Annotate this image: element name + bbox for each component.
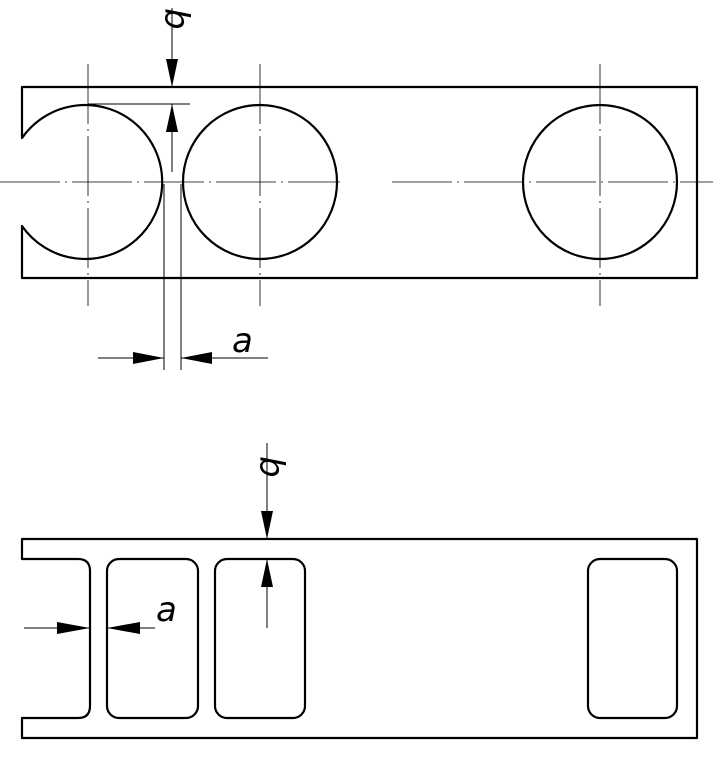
bottom-dim-b-arrow-up <box>261 559 273 587</box>
bottom-hole-last <box>586 557 679 720</box>
bottom-dimension-b: b <box>251 443 291 628</box>
bottom-dimension-a: a <box>24 590 177 634</box>
top-dim-b-label: b <box>156 8 196 30</box>
top-dim-a-arrow-left <box>181 352 212 364</box>
top-dim-a-arrow-right <box>133 352 164 364</box>
top-dimension-b: b <box>88 8 196 172</box>
top-view: b a <box>0 8 713 370</box>
bottom-plate-outline <box>20 537 699 740</box>
top-dimension-a: a <box>98 184 268 370</box>
top-dim-b-arrow-down <box>166 59 178 87</box>
top-dim-a-label: a <box>232 321 253 361</box>
bottom-dim-a-arrow-left <box>107 622 140 634</box>
top-dim-b-arrow-up <box>166 104 178 132</box>
bottom-view: b a <box>20 443 699 740</box>
bottom-dim-a-label: a <box>156 590 177 630</box>
bottom-dim-b-label: b <box>251 456 291 478</box>
top-plate-outline <box>20 85 699 280</box>
bottom-dim-b-arrow-down <box>261 511 273 539</box>
bottom-hole-2 <box>213 557 307 720</box>
bottom-dim-a-arrow-right <box>57 622 90 634</box>
bottom-hole-1 <box>105 557 200 720</box>
